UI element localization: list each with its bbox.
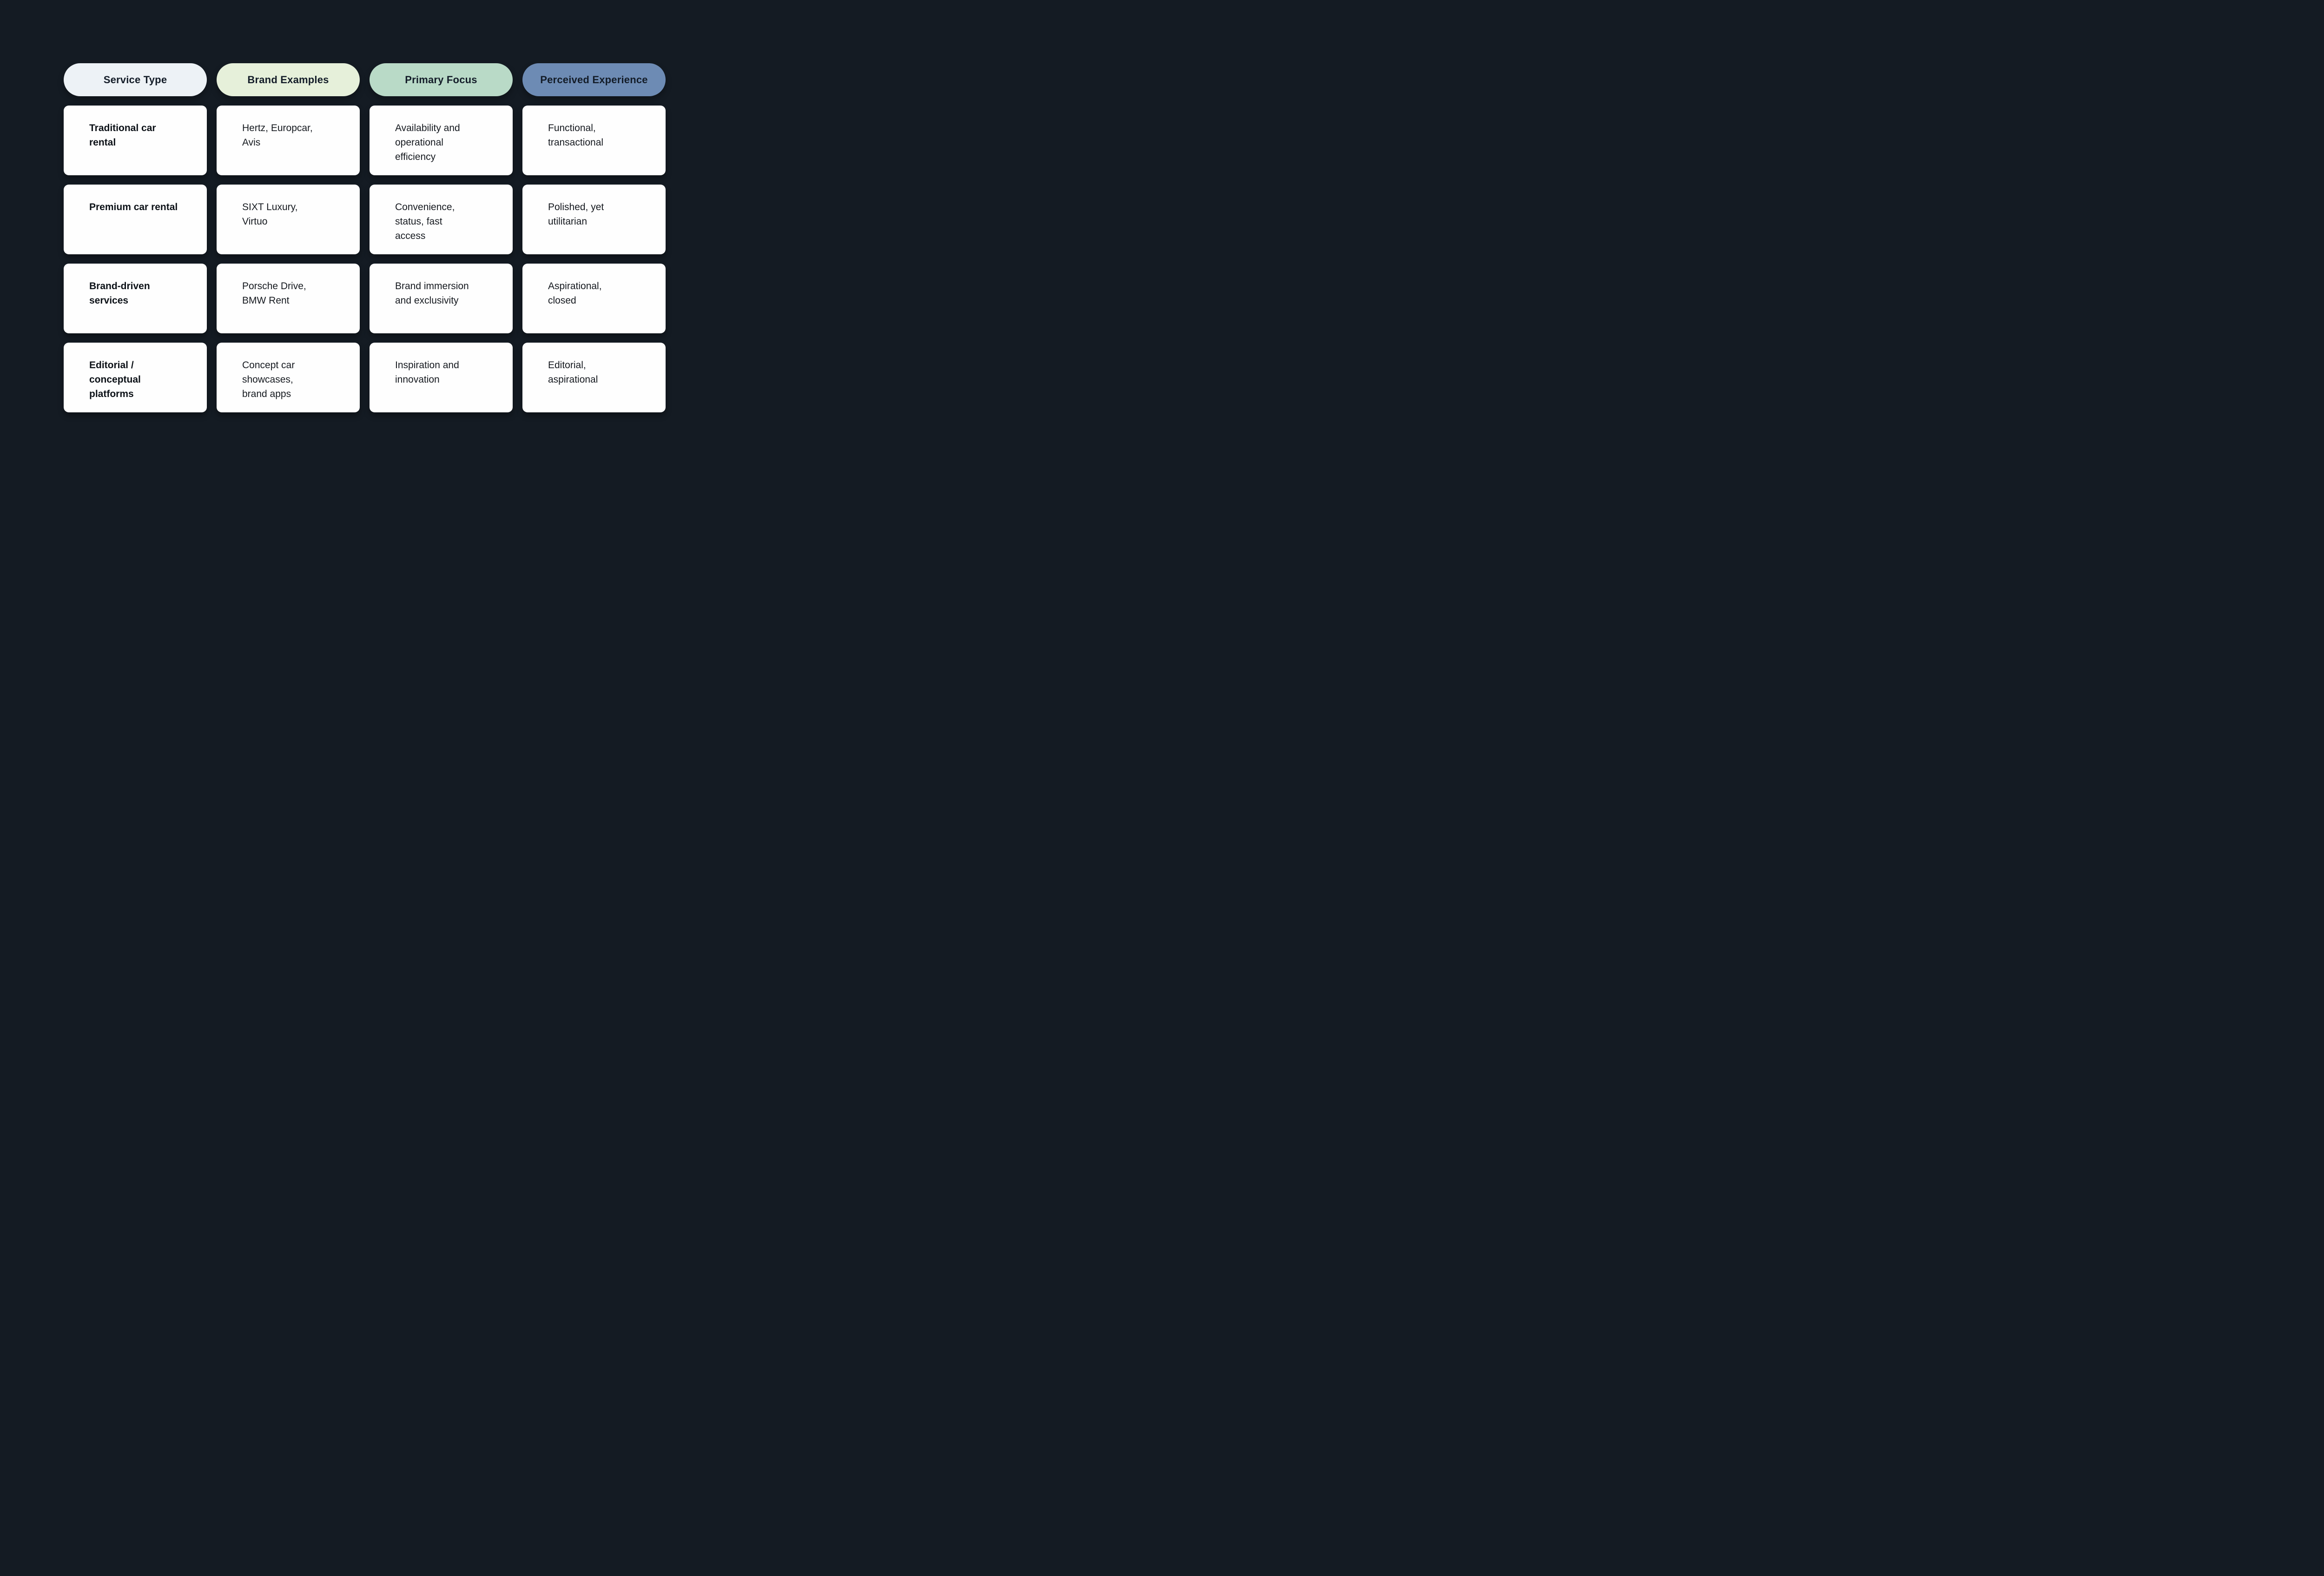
- comparison-table: Service Type Brand Examples Primary Focu…: [64, 63, 666, 412]
- cell-experience-traditional: Functional, transactional: [522, 106, 666, 175]
- cell-service-type-brand-driven: Brand-driven services: [64, 264, 207, 333]
- cell-experience-editorial: Editorial, aspirational: [522, 343, 666, 412]
- cell-experience-brand-driven: Aspirational, closed: [522, 264, 666, 333]
- header-pill-perceived-experience: Perceived Experience: [522, 63, 666, 96]
- cell-brands-premium: SIXT Luxury, Virtuo: [217, 185, 360, 254]
- cell-brands-editorial: Concept car showcases, brand apps: [217, 343, 360, 412]
- cell-focus-editorial: Inspiration and innovation: [370, 343, 513, 412]
- page: Service Type Brand Examples Primary Focu…: [0, 0, 722, 473]
- header-pill-service-type: Service Type: [64, 63, 207, 96]
- cell-focus-brand-driven: Brand immersion and exclusivity: [370, 264, 513, 333]
- header-pill-brand-examples: Brand Examples: [217, 63, 360, 96]
- cell-service-type-traditional: Traditional car rental: [64, 106, 207, 175]
- cell-experience-premium: Polished, yet utilitarian: [522, 185, 666, 254]
- cell-brands-brand-driven: Porsche Drive, BMW Rent: [217, 264, 360, 333]
- header-pill-primary-focus: Primary Focus: [370, 63, 513, 96]
- cell-service-type-editorial: Editorial / conceptual platforms: [64, 343, 207, 412]
- cell-brands-traditional: Hertz, Europcar, Avis: [217, 106, 360, 175]
- cell-focus-premium: Convenience, status, fast access: [370, 185, 513, 254]
- cell-focus-traditional: Availability and operational efficiency: [370, 106, 513, 175]
- cell-service-type-premium: Premium car rental: [64, 185, 207, 254]
